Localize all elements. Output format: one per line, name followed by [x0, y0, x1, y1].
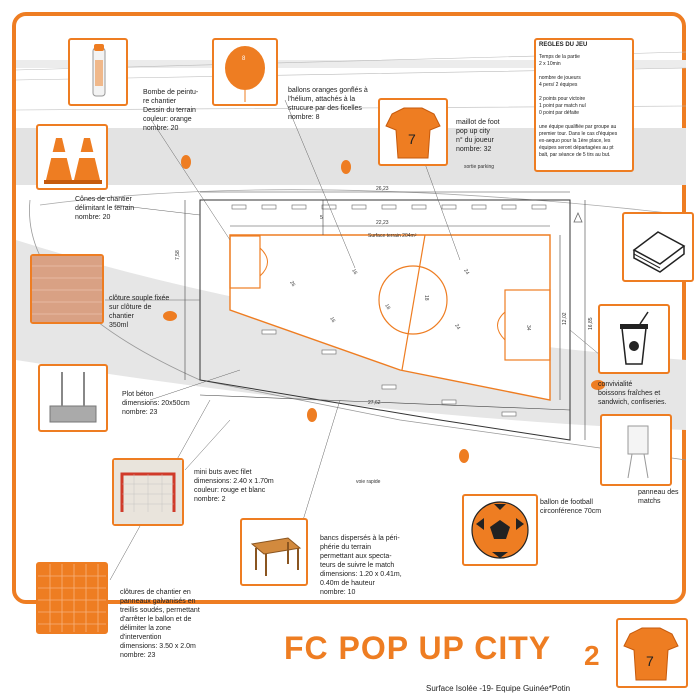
site-panel-box	[36, 562, 108, 634]
dim-right-outer: 16,85	[588, 317, 594, 330]
arc-right	[497, 311, 506, 341]
dim-left-height: 7,58	[175, 250, 181, 260]
bench-box	[240, 518, 308, 586]
svg-text:24: 24	[462, 268, 470, 276]
page-title: FC POP UP CITY	[284, 630, 552, 666]
jersey-label: maillot de foot pop up city n° du joueur…	[456, 119, 500, 153]
bench-icon	[250, 537, 302, 576]
svg-text:16: 16	[328, 316, 336, 324]
north-marker	[573, 212, 583, 223]
curb	[39, 189, 687, 216]
penalty-box-right	[504, 289, 551, 361]
dim-gap: 5	[320, 215, 323, 221]
svg-text:16: 16	[350, 268, 358, 276]
ball-box	[462, 494, 538, 566]
football-icon	[471, 501, 529, 559]
balloon-box: 8	[212, 38, 278, 106]
center-circle	[378, 265, 448, 335]
pitch-numbers: 26 16 24 18 34 16 18 24	[288, 268, 531, 331]
voie-rapide-label: voie rapide	[356, 479, 381, 485]
plot-label: Plot béton dimensions: 20x50cm nombre: 2…	[122, 391, 190, 416]
rules-title: REGLES DU JEU	[539, 42, 588, 48]
page-number: 2	[584, 640, 600, 671]
dim-bottom: 27,62	[368, 400, 381, 406]
drink-cup-icon	[620, 311, 649, 365]
jersey-icon: 7	[385, 107, 441, 159]
svg-text:24: 24	[453, 323, 461, 331]
dimension-lines	[184, 191, 586, 440]
rules-box: REGLES DU JEU Temps de la partie 2 x 10m…	[534, 38, 634, 172]
sortie-parking-label: sortie parking	[464, 164, 494, 170]
site-panel-label: clôtures de chantier en panneaux galvani…	[120, 589, 200, 659]
plot-box	[38, 364, 108, 432]
concrete-plot-icon	[49, 372, 97, 423]
svg-text:8: 8	[242, 56, 246, 62]
pitch-outline	[229, 234, 551, 401]
arc-left	[259, 247, 268, 277]
svg-text:26: 26	[288, 280, 296, 288]
dim-top-total: 26,23	[376, 186, 389, 192]
surface-label: Surface terrain 204m²	[368, 233, 417, 239]
road-band	[16, 128, 686, 185]
road-top	[16, 60, 686, 68]
site-panel-icon	[38, 564, 106, 632]
balloon-icon: 8	[225, 46, 265, 102]
goal-label: mini buts avec filet dimensions: 2.40 x …	[194, 469, 274, 503]
goal-icon	[114, 460, 182, 524]
jersey-thumb-box: 7	[616, 618, 688, 688]
jersey-icon: 7	[623, 627, 679, 681]
svg-text:34: 34	[525, 325, 531, 331]
svg-text:18: 18	[383, 303, 391, 311]
cone-icon	[44, 138, 102, 184]
goal-box	[112, 458, 184, 526]
ball-label: ballon de football circonférence 70cm	[540, 499, 602, 515]
sandwich-icon	[632, 231, 686, 273]
sandwich-box	[622, 212, 694, 282]
rules-body: Temps de la partie 2 x 10min nombre de j…	[539, 54, 618, 158]
cones-label: Cônes de chantier délimitant le terrain …	[75, 196, 135, 221]
leader-lines	[105, 99, 601, 581]
paint-spray-icon	[92, 44, 106, 97]
drink-box	[598, 304, 670, 374]
fence-icon	[32, 256, 102, 322]
site-boundary	[199, 199, 571, 441]
halfway-line	[401, 234, 426, 371]
svg-text:7: 7	[408, 131, 416, 147]
footer-caption: Surface Isolée -19- Equipe Guinée*Potin	[426, 684, 571, 693]
cones-box	[36, 124, 108, 190]
penalty-box-left	[229, 235, 261, 289]
paint-spray-label: Bombe de peintu- re chantier Dessin du t…	[143, 89, 199, 132]
svg-text:7: 7	[646, 653, 654, 669]
board-icon	[627, 425, 649, 479]
snacks-label: convivialité boissons fraîches et sandwi…	[598, 381, 667, 406]
board-box	[600, 414, 672, 486]
dim-top-inner: 22,23	[376, 220, 389, 226]
jersey-box: 7	[378, 98, 448, 166]
bench-label: bancs dispersés à la péri- phérie du ter…	[320, 535, 402, 596]
balloon-label: ballons oranges gonflés à l'hélium, atta…	[288, 87, 368, 121]
fence-label: clôture souple fixée sur clôture de chan…	[109, 295, 170, 329]
fence-box	[30, 254, 104, 324]
paint-spray-box	[68, 38, 128, 106]
fence-markers	[231, 204, 547, 417]
board-label: panneau des matchs	[638, 489, 679, 505]
svg-text:18: 18	[423, 295, 429, 301]
dim-right-inner: 12,02	[562, 312, 568, 325]
